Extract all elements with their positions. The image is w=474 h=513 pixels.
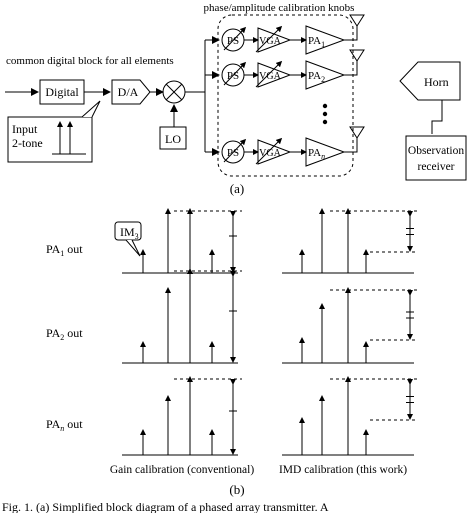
caption-b: (b) xyxy=(229,482,244,497)
pa-label-1: PA1 xyxy=(308,35,325,49)
horn-label: Horn xyxy=(424,75,449,89)
dac-label: D/A xyxy=(118,85,139,99)
left-caption: Gain calibration (conventional) xyxy=(110,464,255,476)
digital-label: Digital xyxy=(45,85,79,99)
callout-pointer xyxy=(81,100,101,118)
ps-label-n: PS xyxy=(227,147,239,159)
im3-callout-pointer xyxy=(125,239,141,257)
horn-cable xyxy=(431,100,443,134)
figure-caption: Fig. 1. (a) Simplified block diagram of … xyxy=(2,500,329,513)
block-diagram: phase/amplitude calibration knobs common… xyxy=(5,2,467,196)
knobs-label: phase/amplitude calibration knobs xyxy=(204,2,355,14)
pa-n xyxy=(305,137,346,167)
receiver-label: receiver xyxy=(417,161,454,173)
pa-1 xyxy=(305,25,346,55)
ellipsis-dot xyxy=(322,111,328,117)
mixer-cross-b xyxy=(165,83,183,101)
caption-a: (a) xyxy=(230,181,244,196)
vga-knob-arrow-n xyxy=(255,137,283,165)
ps-knob-arrow-1 xyxy=(223,26,247,51)
im3-label: IM3 xyxy=(120,225,139,241)
ps-label-1: PS xyxy=(227,35,239,47)
vga-knob-arrow-2 xyxy=(255,60,283,88)
ps-knob-arrow-2 xyxy=(223,61,247,86)
antenna-feed-2 xyxy=(344,61,358,76)
antenna-feed-1 xyxy=(344,26,358,41)
input-spectrum-callout xyxy=(7,116,93,163)
common-block-label: common digital block for all elements xyxy=(6,55,174,67)
right-caption: IMD calibration (this work) xyxy=(279,464,407,476)
ellipsis-dot xyxy=(322,103,328,109)
two-tone-label: 2-tone xyxy=(12,136,43,150)
row-label-pa2: PA2 out xyxy=(46,326,83,342)
pa-label-2: PA2 xyxy=(308,70,325,84)
row-label-pa1: PA1 out xyxy=(46,242,83,258)
ps-label-2: PS xyxy=(227,70,239,82)
antenna-n xyxy=(349,126,365,139)
pa-2 xyxy=(305,60,346,90)
observation-receiver-block xyxy=(405,135,467,181)
lo-label: LO xyxy=(165,132,181,146)
antenna-feed-n xyxy=(344,138,358,153)
horn-block xyxy=(399,61,461,101)
vga-label-1: VGA xyxy=(259,36,281,47)
pa-label-n: PAn xyxy=(308,147,325,161)
vga-knob-arrow-1 xyxy=(255,25,283,53)
dac-block xyxy=(111,79,151,105)
antenna-2 xyxy=(349,49,365,62)
lo-block xyxy=(159,126,187,150)
ps-knob-arrow-n xyxy=(223,138,247,163)
antenna-1 xyxy=(349,14,365,27)
calibration-knobs-box xyxy=(217,14,354,177)
vga-label-n: VGA xyxy=(259,148,281,159)
vga-label-2: VGA xyxy=(259,71,281,82)
spectra-panel: IM3 PA1 out PA2 out PAn out Gain calibra… xyxy=(46,208,418,497)
observation-label: Observation xyxy=(408,145,464,157)
input-label: Input xyxy=(12,122,38,136)
ellipsis-dot xyxy=(322,119,328,125)
row-label-pan: PAn out xyxy=(46,417,83,433)
